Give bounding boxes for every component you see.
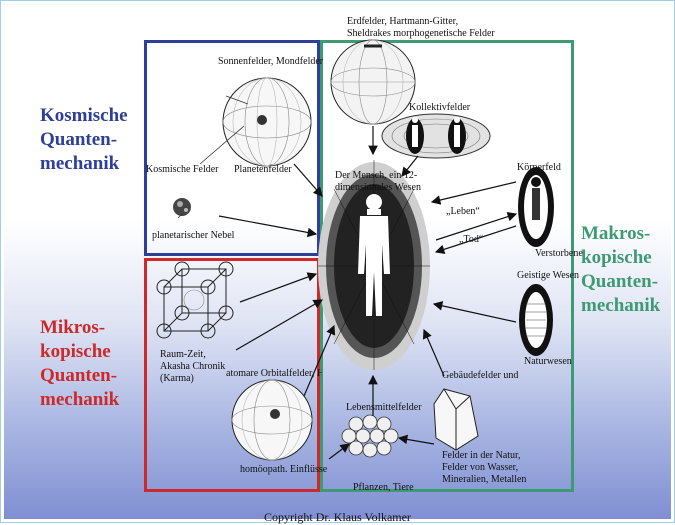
body-field-icon <box>518 167 554 247</box>
crystal-icon <box>434 389 478 450</box>
slide: Kosmische Quanten- mechanik Mikros- kopi… <box>4 4 671 519</box>
label-lebensmittelfelder: Lebensmittelfelder <box>346 402 422 414</box>
label-kollektivfelder: Kollektivfelder <box>409 102 470 114</box>
food-cluster-icon <box>342 415 398 457</box>
label-mensch: Der Mensch, ein 12- dimensionales Wesen <box>335 170 447 194</box>
label-geistige-wesen: Geistige Wesen <box>517 270 579 282</box>
spacetime-cube-icon <box>157 262 233 338</box>
collective-field-icon <box>382 114 490 158</box>
label-naturwesen: Naturwesen <box>524 356 572 368</box>
label-natur-felder: Felder in der Natur, Felder von Wasser, … <box>442 450 566 486</box>
label-planetenfelder: Planetenfelder <box>234 164 292 176</box>
label-tod: „Tod“ <box>459 234 483 246</box>
label-orbitalfelder: atomare Orbitalfelder, H <box>226 368 322 380</box>
label-sonnenfelder: Sonnenfelder, Mondfelder <box>218 56 328 68</box>
label-koerperfeld: Körperfeld <box>517 162 561 174</box>
diagram-graphics <box>4 4 671 519</box>
label-gebaeudefelder: Gebäudefelder und <box>442 370 518 382</box>
label-verstorbene: Verstorbene <box>535 248 583 260</box>
label-leben: „Leben“ <box>446 206 480 218</box>
nebula-icon <box>173 198 191 216</box>
label-planetarischer-nebel: planetarischer Nebel <box>152 230 234 242</box>
label-kosmische-felder: Kosmische Felder <box>146 164 219 176</box>
sun-globe-icon <box>223 78 311 166</box>
label-raum-zeit: Raum-Zeit, Akasha Chronik (Karma) <box>160 349 225 385</box>
label-homoeopath: homöopath. Einflüsse <box>240 464 327 476</box>
label-pflanzen-tiere: Pflanzen, Tiere <box>353 482 414 494</box>
orbital-globe-icon <box>232 380 312 460</box>
label-erdfelder: Erdfelder, Hartmann-Gitter, Sheldrakes m… <box>347 16 517 40</box>
earth-globe-icon <box>331 40 415 124</box>
nature-being-icon <box>519 284 553 356</box>
